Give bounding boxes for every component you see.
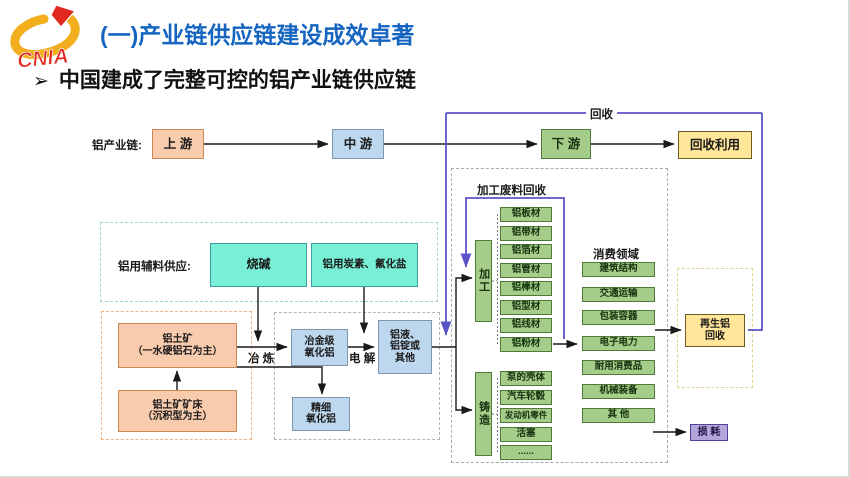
bauxite-ore-line2: （一水硬铝石为主） — [132, 345, 223, 357]
product-sheet: 铝板材 — [500, 207, 552, 222]
consume-machinery: 机械装备 — [582, 384, 655, 399]
carbon-fluoride-box: 铝用炭素、氟化盐 — [311, 243, 418, 287]
logo-flame — [50, 4, 77, 28]
product-wire: 铝线材 — [500, 318, 552, 333]
electrolysis-label: 电 解 — [349, 353, 376, 365]
bauxite-deposit-line1: 铝土矿矿床 — [152, 399, 203, 411]
loss-box: 损 耗 — [690, 424, 728, 441]
caustic-soda-box: 烧碱 — [210, 243, 307, 287]
cnia-logo-icon: CNIA — [4, 2, 92, 73]
cast-ellipsis: ...... — [500, 445, 552, 460]
product-bar: 铝棒材 — [500, 281, 552, 296]
logo-text: CNIA — [16, 45, 69, 72]
bauxite-ore-box: 铝土矿 （一水硬铝石为主） — [118, 323, 237, 368]
processing-box: 加工 — [475, 240, 492, 322]
fine-alumina-box: 精细 氧化铝 — [292, 397, 350, 431]
bauxite-ore-line1: 铝土矿 — [162, 334, 193, 346]
product-profile: 铝型材 — [500, 300, 552, 315]
logo-swoosh — [10, 10, 80, 59]
product-powder: 铝粉材 — [500, 337, 552, 352]
bullet-line: ➢ 中国建成了完整可控的铝产业链供应链 — [33, 64, 416, 94]
bauxite-deposit-line2: （沉积型为主） — [142, 411, 213, 422]
regen-line2: 回收 — [705, 330, 725, 342]
page-title: (一)产业链供应链建设成效卓著 — [100, 22, 415, 48]
scrap-loop-label: 加工废料回收 — [477, 185, 546, 197]
consume-other: 其 他 — [582, 408, 655, 423]
cast-wheel-hub: 汽车轮毂 — [500, 390, 552, 405]
aluminum-liquid-box: 铝液、 铝锭或 其他 — [378, 320, 432, 374]
aluminum-line1: 铝液、 — [390, 330, 420, 342]
product-foil: 铝箔材 — [500, 244, 552, 259]
regen-line1: 再生铝 — [700, 319, 730, 331]
bauxite-deposit-box: 铝土矿矿床 （沉积型为主） — [118, 390, 237, 432]
stage-upstream: 上 游 — [152, 129, 204, 159]
chain-label: 铝产业链: — [92, 140, 142, 152]
casting-box: 铸造 — [475, 372, 492, 456]
regen-aluminum-box: 再生铝 回收 — [685, 314, 745, 347]
cast-pump-housing: 泵的壳体 — [500, 371, 552, 386]
metallurgical-alumina-line2: 氧化铝 — [304, 347, 335, 359]
aluminum-line2: 铝锭或 — [390, 341, 420, 353]
fine-alumina-line2: 氧化铝 — [306, 414, 336, 425]
metallurgical-alumina-box: 冶金级 氧化铝 — [291, 329, 348, 366]
recycle-loop-label: 回收 — [586, 106, 617, 122]
consume-packaging: 包装容器 — [582, 310, 655, 325]
auxiliary-supply-group — [100, 222, 438, 302]
product-strip: 铝带材 — [500, 226, 552, 241]
consume-construction: 建筑结构 — [582, 262, 655, 277]
stage-midstream: 中 游 — [332, 129, 384, 159]
consume-durables: 耐用消费品 — [582, 360, 655, 375]
bullet-arrow-icon: ➢ — [33, 71, 49, 92]
product-tube: 铝管材 — [500, 263, 552, 278]
cast-engine-parts: 发动机零件 — [500, 408, 552, 423]
bullet-text: 中国建成了完整可控的铝产业链供应链 — [58, 69, 416, 92]
consume-electronics: 电子电力 — [582, 336, 655, 351]
stage-downstream: 下 游 — [541, 129, 591, 159]
smelting-label: 冶 炼 — [248, 353, 275, 365]
aluminum-line3: 其他 — [395, 352, 415, 364]
consumption-label: 消费领域 — [593, 249, 639, 261]
auxiliary-supply-label: 铝用辅料供应: — [118, 261, 191, 273]
fine-alumina-line1: 精细 — [311, 402, 331, 414]
stage-recycle-use: 回收利用 — [678, 131, 752, 159]
consume-transport: 交通运输 — [582, 287, 655, 302]
metallurgical-alumina-line1: 冶金级 — [304, 336, 335, 348]
cast-piston: 活塞 — [500, 427, 552, 442]
